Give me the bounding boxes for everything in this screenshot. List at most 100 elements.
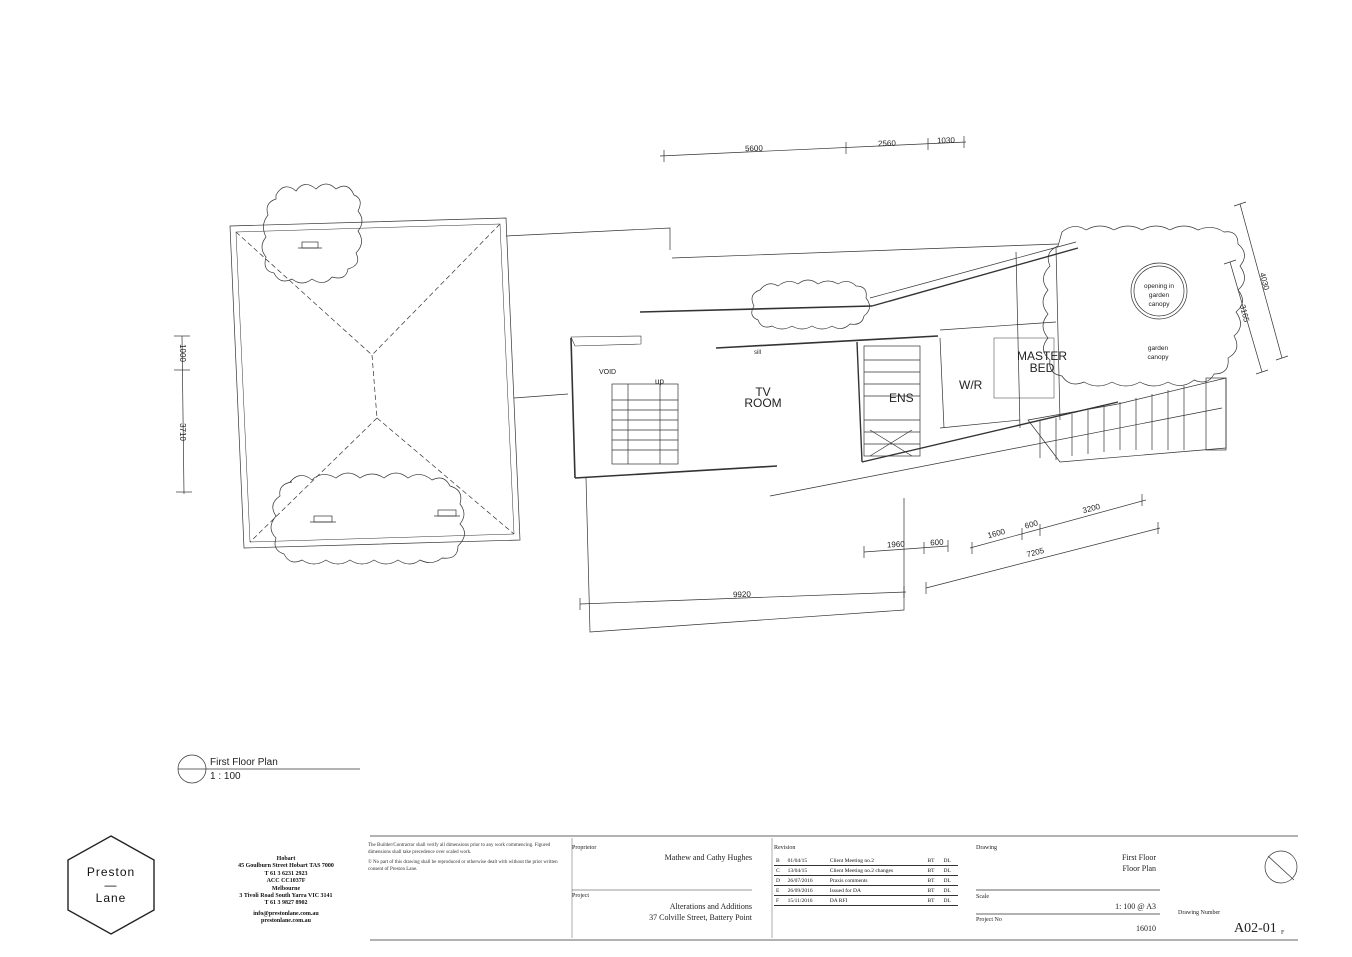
office-details: Hobart 45 Goulburn Street Hobart TAS 700… [196, 856, 376, 926]
dimension-lines [174, 136, 1289, 610]
revision-chk: DL [941, 895, 958, 906]
dim-left-a: 1000 [178, 344, 187, 362]
revision-chk: DL [941, 856, 958, 866]
dim-bottom-d: 600 [1024, 518, 1040, 530]
stair-external [1027, 377, 1227, 463]
hobart-phone: T 61 3 6231 2923 [264, 870, 308, 877]
logo: Preston — Lane [66, 866, 156, 905]
room-label-wr: W/R [959, 378, 983, 392]
stair-up-label: up [655, 377, 664, 386]
project-line2: 37 Colville Street, Battery Point [649, 913, 753, 922]
project-no-label: Project No [976, 917, 1002, 923]
office-email[interactable]: info@prestonlane.com.au [253, 910, 319, 917]
logo-line1: Preston [86, 865, 136, 879]
opening-label-2: garden [1149, 292, 1170, 299]
dim-top-a: 5600 [745, 144, 764, 154]
revision-desc: Client Meeting no.2 [827, 856, 926, 866]
revision-chk: DL [941, 885, 958, 896]
revision-chk: DL [941, 865, 958, 876]
revision-desc: DA RFI [827, 895, 926, 906]
revision-date: 26/09/2016 [785, 885, 828, 896]
tree-canopy-mid [751, 279, 870, 330]
revision-label: Revision [774, 845, 795, 851]
dim-bottom-main: 9920 [733, 590, 752, 600]
title-block-frame [370, 835, 1298, 941]
dim-bottom-c: 1600 [987, 527, 1007, 540]
revision-by: BT [925, 885, 942, 896]
melbourne-title: Melbourne [271, 885, 301, 892]
stair-ens [863, 345, 921, 457]
room-label-master: MASTER [1017, 349, 1067, 363]
building-outline [505, 227, 1223, 633]
compass-icon [1264, 850, 1298, 884]
revision-rev: F [774, 895, 786, 906]
garden-canopy-label-1: garden [1148, 345, 1169, 352]
melbourne-address: 3 Tivoli Road South Yarra VIC 3141 [239, 893, 333, 900]
project-label: Project [572, 893, 589, 899]
revision-date: 13/04/15 [785, 865, 828, 876]
drawing-number-label: Drawing Number [1178, 910, 1220, 916]
revision-chk: DL [941, 875, 958, 886]
revision-by: BT [925, 875, 942, 886]
project-no: 16010 [1136, 924, 1156, 933]
tree-canopy-top-left [261, 183, 363, 284]
plan-title-marker [177, 754, 360, 784]
plan-title: First Floor Plan [210, 757, 278, 768]
stair-left [611, 383, 679, 465]
melbourne-phone: T 61 3 9827 8902 [264, 900, 308, 907]
drawing-label: Drawing [976, 845, 997, 851]
revision-desc: Client Meeting no.2 changes [827, 865, 926, 876]
sill-label: sill [754, 350, 761, 356]
scale-label: Scale [976, 894, 989, 900]
proprietor-name: Mathew and Cathy Hughes [665, 853, 752, 862]
hobart-acc: ACC CC1037F [266, 878, 306, 885]
room-label-room: ROOM [744, 396, 781, 410]
proprietor-label: Proprietor [572, 845, 596, 851]
note-verify: The Builder/Contractor shall verify all … [368, 843, 551, 855]
room-label-bed: BED [1030, 361, 1055, 375]
dim-bottom-a: 1960 [887, 540, 906, 550]
dim-left-b: 3710 [178, 423, 187, 441]
dim-bottom-total: 7205 [1026, 546, 1046, 559]
opening-label-3: canopy [1149, 301, 1171, 308]
revision-date: 26/07/2016 [785, 875, 828, 886]
hobart-address: 45 Goulburn Street Hobart TAS 7000 [238, 863, 334, 870]
revision-desc: Issued for DA [827, 885, 926, 896]
dim-right-a: 4030 [1258, 272, 1271, 292]
drawing-revision: F [1281, 930, 1285, 936]
drawing-number: A02-01 [1234, 921, 1277, 936]
revision-rev: B [774, 856, 786, 866]
revision-by: BT [925, 856, 942, 866]
dim-bottom-b: 600 [930, 538, 944, 548]
logo-line2: Lane [95, 891, 127, 905]
project-line1: Alterations and Additions [670, 902, 752, 911]
builder-notes: The Builder/Contractor shall verify all … [368, 843, 573, 873]
revision-by: BT [925, 895, 942, 906]
drawing-title-2: Floor Plan [1122, 864, 1156, 873]
logo-hexagon-icon [67, 835, 155, 935]
revision-by: BT [925, 865, 942, 876]
dim-top-b: 2560 [878, 139, 897, 149]
left-roof [229, 217, 521, 549]
garden-canopy-label-2: canopy [1148, 354, 1170, 361]
room-label-void: VOID [599, 369, 616, 376]
scale-value: 1: 100 @ A3 [1115, 902, 1156, 911]
room-label-tv: TV [755, 385, 770, 399]
note-copyright: © No part of this drawing shall be repro… [368, 860, 558, 872]
revision-desc: Praxis comments [827, 875, 926, 886]
revision-rev: D [774, 875, 786, 886]
revision-date: 01/04/15 [785, 856, 828, 866]
hobart-title: Hobart [276, 856, 296, 862]
logo-dash: — [104, 878, 118, 892]
revision-rev: C [774, 865, 786, 876]
office-web[interactable]: prestonlane.com.au [261, 918, 311, 925]
room-label-ens: ENS [889, 391, 914, 405]
opening-label-1: opening in [1144, 283, 1174, 290]
